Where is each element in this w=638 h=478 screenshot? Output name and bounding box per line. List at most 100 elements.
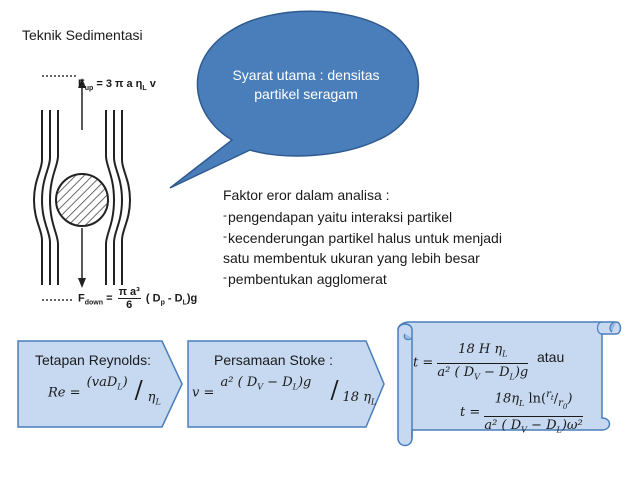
reynolds-label: Tetapan Reynolds: xyxy=(35,352,151,368)
t1-num-text: 18 H η xyxy=(458,342,503,357)
re-num-text: (vaD xyxy=(86,375,118,390)
force-up-arrowhead xyxy=(78,78,86,88)
force-up-formula: Fup = 3 π a ηL v xyxy=(78,78,156,92)
t2-den: a² ( DV − DL)ω² xyxy=(484,417,582,439)
t2-r: rt xyxy=(546,389,554,402)
re-den-text: η xyxy=(147,390,156,405)
v-lhs: v = xyxy=(192,385,215,401)
t2-den-sub2: L xyxy=(556,425,562,435)
slide-title: Teknik Sedimentasi xyxy=(22,27,143,43)
v-den-text: 18 η xyxy=(342,390,371,405)
re-num: (vaDL) xyxy=(87,375,128,392)
t2-den-mid: − D xyxy=(531,417,557,433)
v-slash: / xyxy=(330,376,339,404)
t1-den-mid: − D xyxy=(484,364,510,380)
re-num-close: ) xyxy=(122,375,128,390)
factor-item-2-cont: satu membentuk ukuran yang lebih besar xyxy=(223,249,480,266)
force-down-sub: down xyxy=(84,299,104,307)
reynolds-equation: Re = (vaDL) / ηL xyxy=(48,375,165,408)
t2-r-sub: t xyxy=(550,394,554,402)
stokes-equation: v = a² ( DV − DL)g / 18 ηL xyxy=(192,375,379,408)
force-down-minus: - D xyxy=(167,292,183,305)
force-up-symbol: F xyxy=(78,78,85,90)
t2-lhs: t = xyxy=(460,404,481,420)
t2-fraction: 18ηL ln(rt/r0) a² ( DV − DL)ω² xyxy=(484,386,583,439)
t1-den-tail: )g xyxy=(514,364,529,380)
t2-ln: ln( xyxy=(528,391,547,407)
t1-fraction: 18 H ηL a² ( DV − DL)g xyxy=(437,341,529,386)
v-num-text: a² ( D xyxy=(220,375,258,390)
scroll-shape xyxy=(397,321,622,447)
force-up-v: v xyxy=(149,78,156,90)
factors-heading: Faktor eror dalam analisa : xyxy=(223,187,390,203)
callout-line-1: Syarat utama : densitas xyxy=(232,67,380,83)
t1-den: a² ( DV − DL)g xyxy=(437,364,528,386)
factor-item-1: -pengendapan yaitu interaksi partikel xyxy=(223,207,453,225)
stokes-label: Persamaan Stoke : xyxy=(214,352,334,368)
force-up-expr: = 3 π a η xyxy=(96,78,143,90)
atau-label: atau xyxy=(537,349,565,365)
callout-text: Syarat utama : densitas partikel seragam xyxy=(225,66,387,104)
force-down-rest-sub1: p xyxy=(160,299,165,307)
t2-num-text: 18η xyxy=(494,391,520,407)
t1-den-sub1: V xyxy=(474,372,480,382)
v-num-tail: )g xyxy=(297,375,312,390)
stokes-pentagon xyxy=(187,340,385,428)
time-equation-1: t = 18 H ηL a² ( DV − DL)g xyxy=(413,341,529,386)
factor-item-2-text: kecenderungan partikel halus untuk menja… xyxy=(228,230,502,246)
factor-item-3: -pembentukan agglomerat xyxy=(223,270,387,287)
t1-lhs: t = xyxy=(413,355,434,371)
force-down-fraction: π a³ 6 xyxy=(117,286,141,311)
sedimentation-diagram xyxy=(32,75,132,301)
v-num-sub2: L xyxy=(292,382,298,392)
force-up-eta-sub: L xyxy=(142,85,147,93)
re-lhs: Re = xyxy=(48,385,81,401)
v-fraction: a² ( DV − DL)g / 18 ηL xyxy=(219,375,379,408)
re-den: ηL xyxy=(148,390,161,407)
t2-r-text: r xyxy=(546,389,551,400)
factor-item-2: -kecenderungan partikel halus untuk menj… xyxy=(223,229,502,246)
v-den-sub: L xyxy=(370,397,377,407)
t2-den-tail: )ω² xyxy=(561,417,583,433)
force-down-num: π a³ xyxy=(117,286,141,299)
force-down-symbol: F xyxy=(78,292,85,305)
error-factors: Faktor eror dalam analisa : -pengendapan… xyxy=(223,186,533,290)
v-den: 18 ηL xyxy=(343,390,377,407)
re-slash: / xyxy=(134,376,143,404)
t2-r0-sub: 0 xyxy=(562,402,568,411)
callout-line-2: partikel seragam xyxy=(254,86,358,102)
force-up-sub: up xyxy=(84,85,94,93)
t1-num: 18 H ηL xyxy=(437,341,529,364)
t2-num: 18ηL ln(rt/r0) xyxy=(484,386,583,417)
force-down-rest: ( D xyxy=(145,292,161,305)
force-down-rest-sub2: L xyxy=(182,299,187,307)
t2-r-slash: / xyxy=(553,391,559,407)
time-equation-2: t = 18ηL ln(rt/r0) a² ( DV − DL)ω² xyxy=(460,386,583,439)
v-num-sub1: V xyxy=(257,382,264,392)
t2-close: ) xyxy=(567,391,573,407)
t2-r0: r0 xyxy=(558,397,568,411)
force-down-formula: Fdown = π a³ 6 ( Dp - DL)g xyxy=(78,286,197,311)
force-down-eq: = xyxy=(106,292,113,305)
re-fraction: (vaDL) / ηL xyxy=(85,375,165,408)
v-num-mid: − D xyxy=(267,375,293,390)
t2-num-sub: L xyxy=(519,398,525,408)
t2-den-sub1: V xyxy=(521,425,527,435)
t1-num-sub: L xyxy=(502,349,508,359)
force-down-tail: )g xyxy=(186,292,198,305)
v-num: a² ( DV − DL)g xyxy=(221,375,312,392)
t2-den-text: a² ( D xyxy=(484,417,522,433)
t1-den-sub2: L xyxy=(509,372,515,382)
factor-item-1-text: pengendapan yaitu interaksi partikel xyxy=(228,208,453,225)
force-down-den: 6 xyxy=(126,299,133,311)
t1-den-text: a² ( D xyxy=(437,364,475,380)
re-num-sub: L xyxy=(117,382,123,392)
factor-item-3-text: pembentukan agglomerat xyxy=(228,271,387,287)
re-den-sub: L xyxy=(155,397,161,407)
force-down-arrowhead xyxy=(78,278,86,288)
reynolds-pentagon xyxy=(17,340,183,428)
t2-r0-text: r xyxy=(558,397,563,409)
particle-circle xyxy=(55,173,109,227)
